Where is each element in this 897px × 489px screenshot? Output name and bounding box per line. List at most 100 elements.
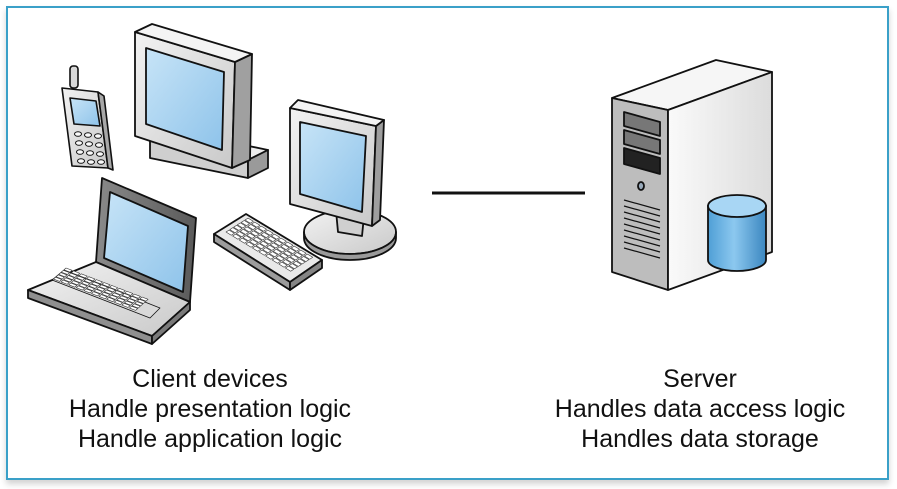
key [60,279,70,285]
key [81,281,90,286]
key [265,253,275,260]
key [286,256,296,263]
key [233,224,243,231]
server-data-storage: Handles data storage [581,425,819,453]
key [124,290,134,296]
key [134,301,144,307]
key [129,296,139,301]
key [109,285,118,290]
key [139,296,149,302]
key [98,294,108,300]
key [129,305,138,311]
key [68,282,78,288]
key [111,292,121,298]
key [297,249,307,256]
key [83,288,93,294]
key [238,237,248,244]
key [267,236,277,242]
key [280,244,290,250]
key [86,276,96,282]
key [78,283,88,289]
key [278,261,288,268]
key [263,238,273,245]
key [271,257,281,264]
key [88,283,98,289]
key [63,277,73,283]
key [236,231,246,238]
key [126,298,136,304]
key [71,280,80,286]
key [91,291,100,297]
key [119,295,128,301]
key [86,286,95,291]
key [279,252,289,259]
key [251,221,261,228]
key [252,245,262,252]
key [289,254,299,261]
key [55,274,65,280]
key [244,217,254,224]
key [255,243,265,250]
server-caption: Server Handles data access logic Handles… [500,364,897,454]
key [101,282,111,287]
key [121,293,131,298]
key [114,300,123,305]
key [93,289,103,294]
key [232,233,242,240]
key [106,287,116,293]
desktop-monitor-icon [134,23,269,179]
key [254,228,264,234]
key [61,270,70,275]
key [116,297,126,303]
key [276,246,286,253]
key [91,281,101,287]
key [53,276,62,282]
key [283,250,293,257]
key [76,275,85,281]
server-title: Server [663,365,737,393]
key [260,232,270,238]
key [132,293,141,299]
lcd-monitor-icon [289,99,397,261]
laptop-icon [27,177,197,345]
key [284,241,294,248]
key [266,244,276,251]
key [106,297,116,302]
client-caption: Client devices Handle presentation logic… [10,364,410,454]
key [68,272,78,278]
key [277,237,287,244]
client-title: Client devices [132,365,288,393]
key [258,249,268,256]
key [137,299,146,304]
key [225,229,235,236]
key [287,248,297,254]
key [76,285,85,291]
key [288,263,298,270]
key [246,232,256,239]
client-application-logic: Handle application logic [77,425,343,453]
key [300,256,310,262]
key [296,258,306,265]
key [257,225,267,232]
key [293,252,303,258]
key [292,260,302,267]
key [83,278,93,284]
key [104,289,113,295]
key [259,240,269,247]
key [94,279,103,285]
key [285,265,295,272]
key [256,234,266,241]
keyboard-icon [213,213,323,291]
key [71,270,80,276]
key [114,290,123,296]
key [78,273,88,279]
key [240,220,250,226]
key [245,241,255,248]
key [247,224,257,230]
key [264,229,274,236]
key [96,286,106,292]
key [237,222,247,229]
key [101,292,111,297]
key [262,247,272,254]
key [116,288,126,293]
